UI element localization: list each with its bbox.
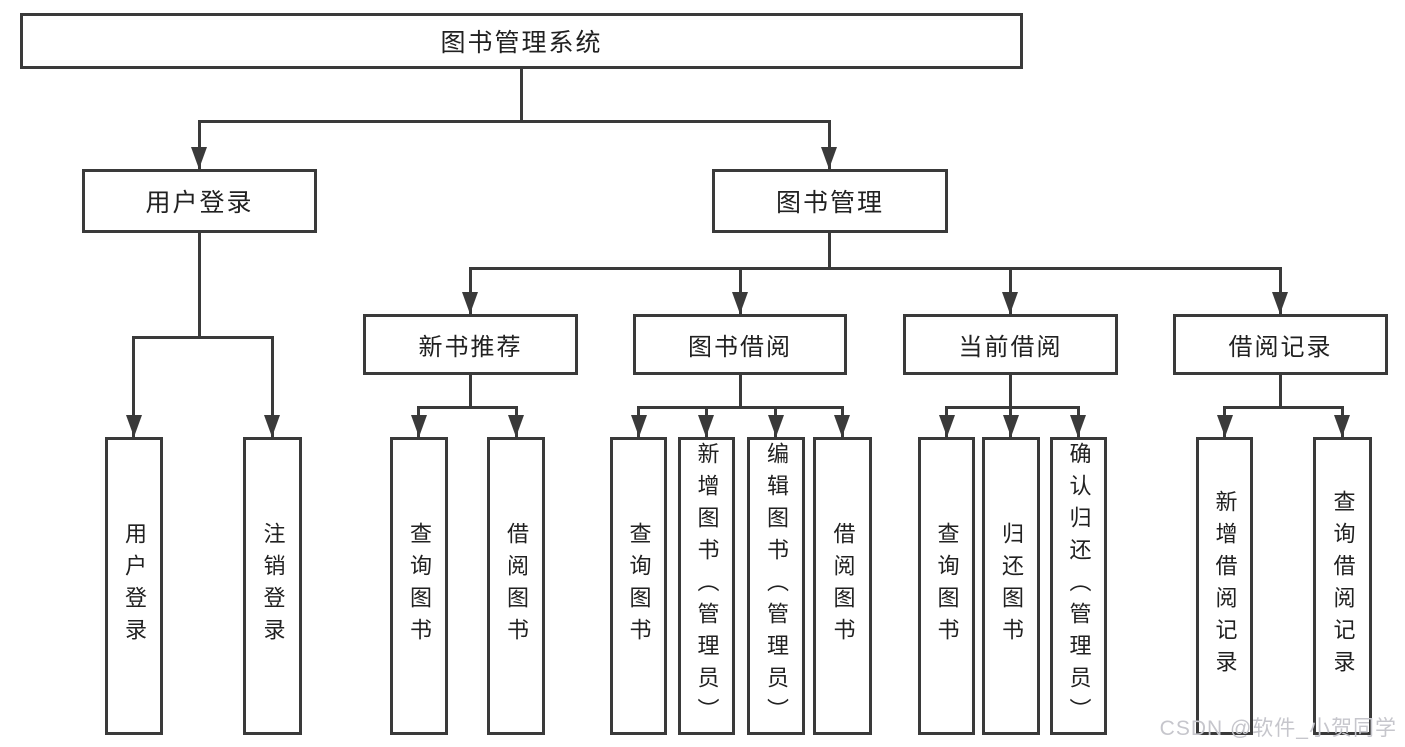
arrowhead-leaf-logout [264,415,280,437]
arrowhead-c3 [768,415,784,437]
leaf-edit-book-admin-label: 编辑图书（管理员） [764,442,789,730]
arrowhead-user-login [191,147,207,169]
arrowhead-d1 [939,415,955,437]
leaf-add-borrow-record-label: 新增借阅记录 [1212,490,1238,682]
connector-borrowrecords-bar [1223,406,1343,409]
leaf-add-book-admin: 新增图书（管理员） [678,437,735,735]
arrowhead-c4 [834,415,850,437]
leaf-borrow-books-borrow: 借阅图书 [813,437,872,735]
leaf-user-login: 用户登录 [105,437,163,735]
arrowhead-c2 [698,415,714,437]
connector-drop-leaf-logout [271,336,274,437]
arrowhead-e1 [1217,415,1233,437]
arrowhead-borrow-records [1272,292,1288,314]
node-user-login: 用户登录 [82,169,317,233]
connector-root-stem [520,68,523,122]
connector-bookmgmt-stem [828,233,831,267]
node-current-borrow-label: 当前借阅 [958,334,1063,361]
leaf-borrow-books-borrow-label: 借阅图书 [830,522,856,650]
node-borrow-records-label: 借阅记录 [1228,334,1333,361]
node-book-borrow-label: 图书借阅 [688,334,792,361]
connector-bookmgmt-bar [469,267,1282,270]
arrowhead-current-borrow [1002,292,1018,314]
leaf-query-books-newbook-label: 查询图书 [407,522,432,650]
leaf-query-books-borrow-label: 查询图书 [626,522,652,650]
node-new-book-recommend: 新书推荐 [363,314,578,375]
node-book-borrow: 图书借阅 [633,314,847,375]
leaf-query-books-borrow: 查询图书 [610,437,667,735]
watermark: CSDN @软件_小贺同学 [1159,717,1397,740]
connector-bookborrow-stem [739,375,742,406]
connector-userlogin-bar [132,336,274,339]
leaf-logout: 注销登录 [243,437,302,735]
leaf-query-books-newbook: 查询图书 [390,437,448,735]
arrowhead-e2 [1334,415,1350,437]
connector-newbook-bar [417,406,518,409]
node-root: 图书管理系统 [20,13,1023,69]
leaf-logout-label: 注销登录 [260,522,286,650]
leaf-confirm-return-admin-label: 确认归还（管理员） [1066,442,1092,730]
connector-newbook-stem [469,375,472,406]
arrowhead-d2 [1003,415,1019,437]
node-book-management-label: 图书管理 [775,189,884,217]
connector-currentborrow-bar [945,406,1080,409]
connector-drop-leaf-login [132,336,135,437]
connector-drop-borrow-records [1279,267,1282,314]
connector-drop-current-borrow [1009,267,1012,314]
connector-drop-book-management [828,120,831,169]
leaf-query-books-current: 查询图书 [918,437,975,735]
arrowhead-d3 [1070,415,1086,437]
node-root-label: 图书管理系统 [440,29,603,57]
leaf-user-login-label: 用户登录 [122,522,147,650]
connector-userlogin-stem [198,233,201,336]
connector-drop-user-login [198,120,201,169]
leaf-confirm-return-admin: 确认归还（管理员） [1050,437,1107,735]
connector-currentborrow-stem [1009,375,1012,406]
arrowhead-b1 [411,415,427,437]
arrowhead-leaf-login [126,415,142,437]
arrowhead-book-borrow [732,292,748,314]
node-book-management: 图书管理 [712,169,948,233]
connector-drop-book-borrow [739,267,742,314]
leaf-return-book: 归还图书 [982,437,1040,735]
leaf-borrow-books-newbook: 借阅图书 [487,437,545,735]
connector-bookborrow-bar [637,406,844,409]
connector-borrowrecords-stem [1279,375,1282,406]
leaf-add-book-admin-label: 新增图书（管理员） [694,442,720,730]
node-borrow-records: 借阅记录 [1173,314,1388,375]
leaf-edit-book-admin: 编辑图书（管理员） [747,437,805,735]
node-current-borrow: 当前借阅 [903,314,1118,375]
arrowhead-c1 [631,415,647,437]
arrowhead-book-management [821,147,837,169]
leaf-borrow-books-newbook-label: 借阅图书 [504,522,529,650]
connector-root-bar [198,120,831,123]
leaf-query-borrow-record: 查询借阅记录 [1313,437,1372,735]
leaf-add-borrow-record: 新增借阅记录 [1196,437,1253,735]
arrowhead-new-book [462,292,478,314]
node-user-login-label: 用户登录 [145,189,254,217]
arrowhead-b2 [508,415,524,437]
leaf-return-book-label: 归还图书 [999,522,1024,650]
node-new-book-recommend-label: 新书推荐 [418,334,523,361]
leaf-query-borrow-record-label: 查询借阅记录 [1330,490,1356,682]
connector-drop-new-book [469,267,472,314]
leaf-query-books-current-label: 查询图书 [934,522,960,650]
